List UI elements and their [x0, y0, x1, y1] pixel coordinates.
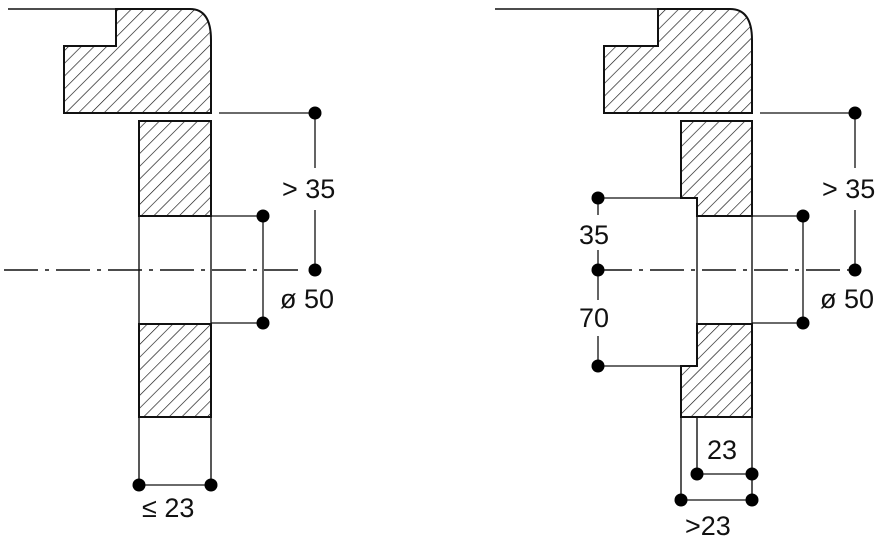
right-lower-step-label: 70	[579, 303, 609, 333]
dimension-point	[745, 493, 759, 507]
right-upper-step-label: 35	[579, 220, 609, 250]
dimension-point	[308, 106, 322, 120]
right-upper-wall-section	[680, 120, 753, 217]
right-diameter-label: ø 50	[820, 284, 874, 314]
left-gap-label: > 35	[282, 174, 335, 204]
right-gap-label: > 35	[822, 174, 875, 204]
dimension-point	[674, 493, 688, 507]
dimension-point	[848, 263, 862, 277]
dimension-point	[796, 316, 810, 330]
dimension-point	[591, 263, 605, 277]
left-lower-wall-section	[138, 323, 212, 418]
dimension-point	[745, 467, 759, 481]
left-top-panel-section	[63, 8, 212, 114]
left-diameter-label: ø 50	[280, 284, 334, 314]
right-top-panel-section	[603, 8, 753, 114]
dimension-point	[591, 359, 605, 373]
dimension-point	[796, 209, 810, 223]
right-lower-wall-section	[680, 323, 753, 418]
dimension-point	[204, 478, 218, 492]
dimension-point	[132, 478, 146, 492]
left-upper-wall-section	[138, 120, 212, 217]
dimension-point	[256, 316, 270, 330]
dimension-point	[690, 467, 704, 481]
left-view: > 35 ø 50 ≤ 23	[4, 8, 335, 523]
left-thickness-label: ≤ 23	[142, 493, 194, 523]
right-inner-width-label: 23	[707, 435, 737, 465]
dimension-point	[256, 209, 270, 223]
dimension-point	[591, 191, 605, 205]
right-view: 35 70 > 35 ø 50 23 >23	[495, 8, 875, 541]
right-outer-width-label: >23	[685, 511, 731, 541]
dimension-point	[848, 106, 862, 120]
dimension-point	[308, 263, 322, 277]
